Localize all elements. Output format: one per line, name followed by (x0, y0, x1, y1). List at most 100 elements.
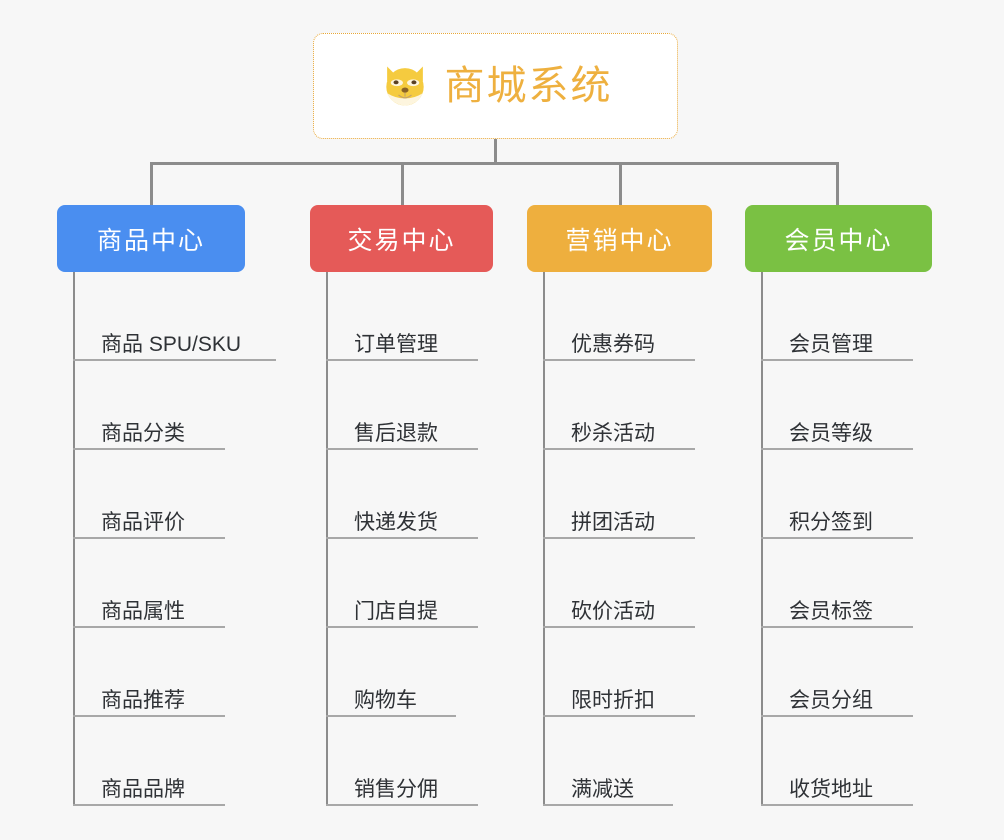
list-item[interactable]: 商品属性 (57, 539, 245, 628)
list-item-rule (326, 359, 478, 361)
category-header-product-center[interactable]: 商品中心 (57, 205, 245, 272)
connector-drop-3 (619, 162, 622, 205)
list-item[interactable]: 砍价活动 (527, 539, 712, 628)
list-item-label: 会员分组 (789, 688, 873, 712)
list-item-rule (73, 359, 276, 361)
list-item-label: 商品品牌 (101, 777, 185, 801)
list-item-label: 拼团活动 (571, 510, 655, 534)
connector-drop-4 (836, 162, 839, 205)
list-item-label: 销售分佣 (354, 777, 438, 801)
category-title: 会员中心 (784, 226, 893, 255)
list-item-label: 售后退款 (354, 421, 438, 445)
list-item[interactable]: 会员标签 (745, 539, 932, 628)
list-item[interactable]: 限时折扣 (527, 628, 712, 717)
list-item-label: 秒杀活动 (571, 421, 655, 445)
root-title: 商城系统 (444, 64, 613, 108)
list-item-rule (543, 359, 695, 361)
list-item-label: 优惠券码 (571, 332, 655, 356)
list-item[interactable]: 商品推荐 (57, 628, 245, 717)
connector-horizontal-bus (150, 162, 838, 165)
list-item-label: 会员标签 (789, 599, 873, 623)
list-item-rule (761, 448, 913, 450)
column-product-center: 商品中心 商品 SPU/SKU 商品分类 商品评价 商品属性 商品推荐 (57, 205, 276, 806)
connector-drop-2 (401, 162, 404, 205)
list-item-label: 限时折扣 (571, 688, 655, 712)
list-item[interactable]: 商品分类 (57, 361, 245, 450)
item-list-member-center: 会员管理 会员等级 积分签到 会员标签 会员分组 收货地址 (745, 272, 932, 806)
column-marketing-center: 营销中心 优惠券码 秒杀活动 拼团活动 砍价活动 限时折扣 (527, 205, 712, 806)
list-trunk-line (326, 272, 328, 806)
list-item-rule (761, 626, 913, 628)
list-item[interactable]: 售后退款 (310, 361, 493, 450)
list-item[interactable]: 商品评价 (57, 450, 245, 539)
list-item-label: 商品属性 (101, 599, 185, 623)
item-list-product-center: 商品 SPU/SKU 商品分类 商品评价 商品属性 商品推荐 商品品牌 (57, 272, 276, 806)
list-item-label: 快递发货 (354, 510, 438, 534)
category-title: 商品中心 (96, 226, 205, 255)
list-item-rule (326, 804, 478, 806)
list-item-rule (73, 626, 225, 628)
list-item[interactable]: 收货地址 (745, 717, 932, 806)
list-item-rule (761, 537, 913, 539)
column-trade-center: 交易中心 订单管理 售后退款 快递发货 门店自提 购物车 (310, 205, 493, 806)
list-item-label: 购物车 (354, 688, 417, 712)
list-item-rule (326, 715, 456, 717)
list-item-rule (73, 715, 225, 717)
list-item-rule (73, 804, 225, 806)
list-item[interactable]: 会员分组 (745, 628, 932, 717)
item-list-marketing-center: 优惠券码 秒杀活动 拼团活动 砍价活动 限时折扣 满减送 (527, 272, 712, 806)
list-trunk-line (73, 272, 75, 806)
list-item-rule (326, 448, 478, 450)
list-item-label: 商品评价 (101, 510, 185, 534)
category-title: 营销中心 (565, 226, 674, 255)
list-item-rule (326, 626, 478, 628)
list-item[interactable]: 会员管理 (745, 272, 932, 361)
root-node[interactable]: 商城系统 (313, 33, 678, 139)
list-item-label: 商品 SPU/SKU (101, 332, 242, 356)
list-item[interactable]: 商品品牌 (57, 717, 245, 806)
category-header-member-center[interactable]: 会员中心 (745, 205, 932, 272)
list-item-label: 砍价活动 (571, 599, 655, 623)
category-header-trade-center[interactable]: 交易中心 (310, 205, 493, 272)
list-item[interactable]: 订单管理 (310, 272, 493, 361)
list-trunk-line (761, 272, 763, 806)
list-item-label: 订单管理 (354, 332, 438, 356)
list-item[interactable]: 快递发货 (310, 450, 493, 539)
list-item[interactable]: 优惠券码 (527, 272, 712, 361)
list-item[interactable]: 购物车 (310, 628, 493, 717)
list-item[interactable]: 商品 SPU/SKU (57, 272, 276, 361)
list-item-rule (543, 626, 695, 628)
list-item-label: 会员管理 (789, 332, 873, 356)
connector-drop-1 (150, 162, 153, 205)
list-item-rule (543, 715, 695, 717)
list-item[interactable]: 秒杀活动 (527, 361, 712, 450)
list-item[interactable]: 拼团活动 (527, 450, 712, 539)
list-item[interactable]: 会员等级 (745, 361, 932, 450)
list-item-label: 收货地址 (789, 777, 873, 801)
list-item-rule (761, 359, 913, 361)
list-trunk-line (543, 272, 545, 806)
connector-root-stem (494, 139, 497, 165)
list-item[interactable]: 销售分佣 (310, 717, 493, 806)
list-item-rule (761, 715, 913, 717)
list-item[interactable]: 满减送 (527, 717, 712, 806)
category-title: 交易中心 (347, 226, 456, 255)
list-item-label: 门店自提 (354, 599, 438, 623)
category-header-marketing-center[interactable]: 营销中心 (527, 205, 712, 272)
list-item-label: 积分签到 (789, 510, 873, 534)
list-item-label: 会员等级 (789, 421, 873, 445)
list-item-rule (543, 448, 695, 450)
list-item-label: 商品推荐 (101, 688, 185, 712)
list-item-rule (73, 537, 225, 539)
list-item[interactable]: 积分签到 (745, 450, 932, 539)
list-item-rule (326, 537, 478, 539)
item-list-trade-center: 订单管理 售后退款 快递发货 门店自提 购物车 销售分佣 (310, 272, 493, 806)
list-item-rule (73, 448, 225, 450)
list-item-rule (543, 804, 673, 806)
list-item-rule (543, 537, 695, 539)
list-item-label: 商品分类 (101, 421, 185, 445)
list-item[interactable]: 门店自提 (310, 539, 493, 628)
dog-face-icon (385, 66, 424, 106)
column-member-center: 会员中心 会员管理 会员等级 积分签到 会员标签 会员分组 (745, 205, 932, 806)
